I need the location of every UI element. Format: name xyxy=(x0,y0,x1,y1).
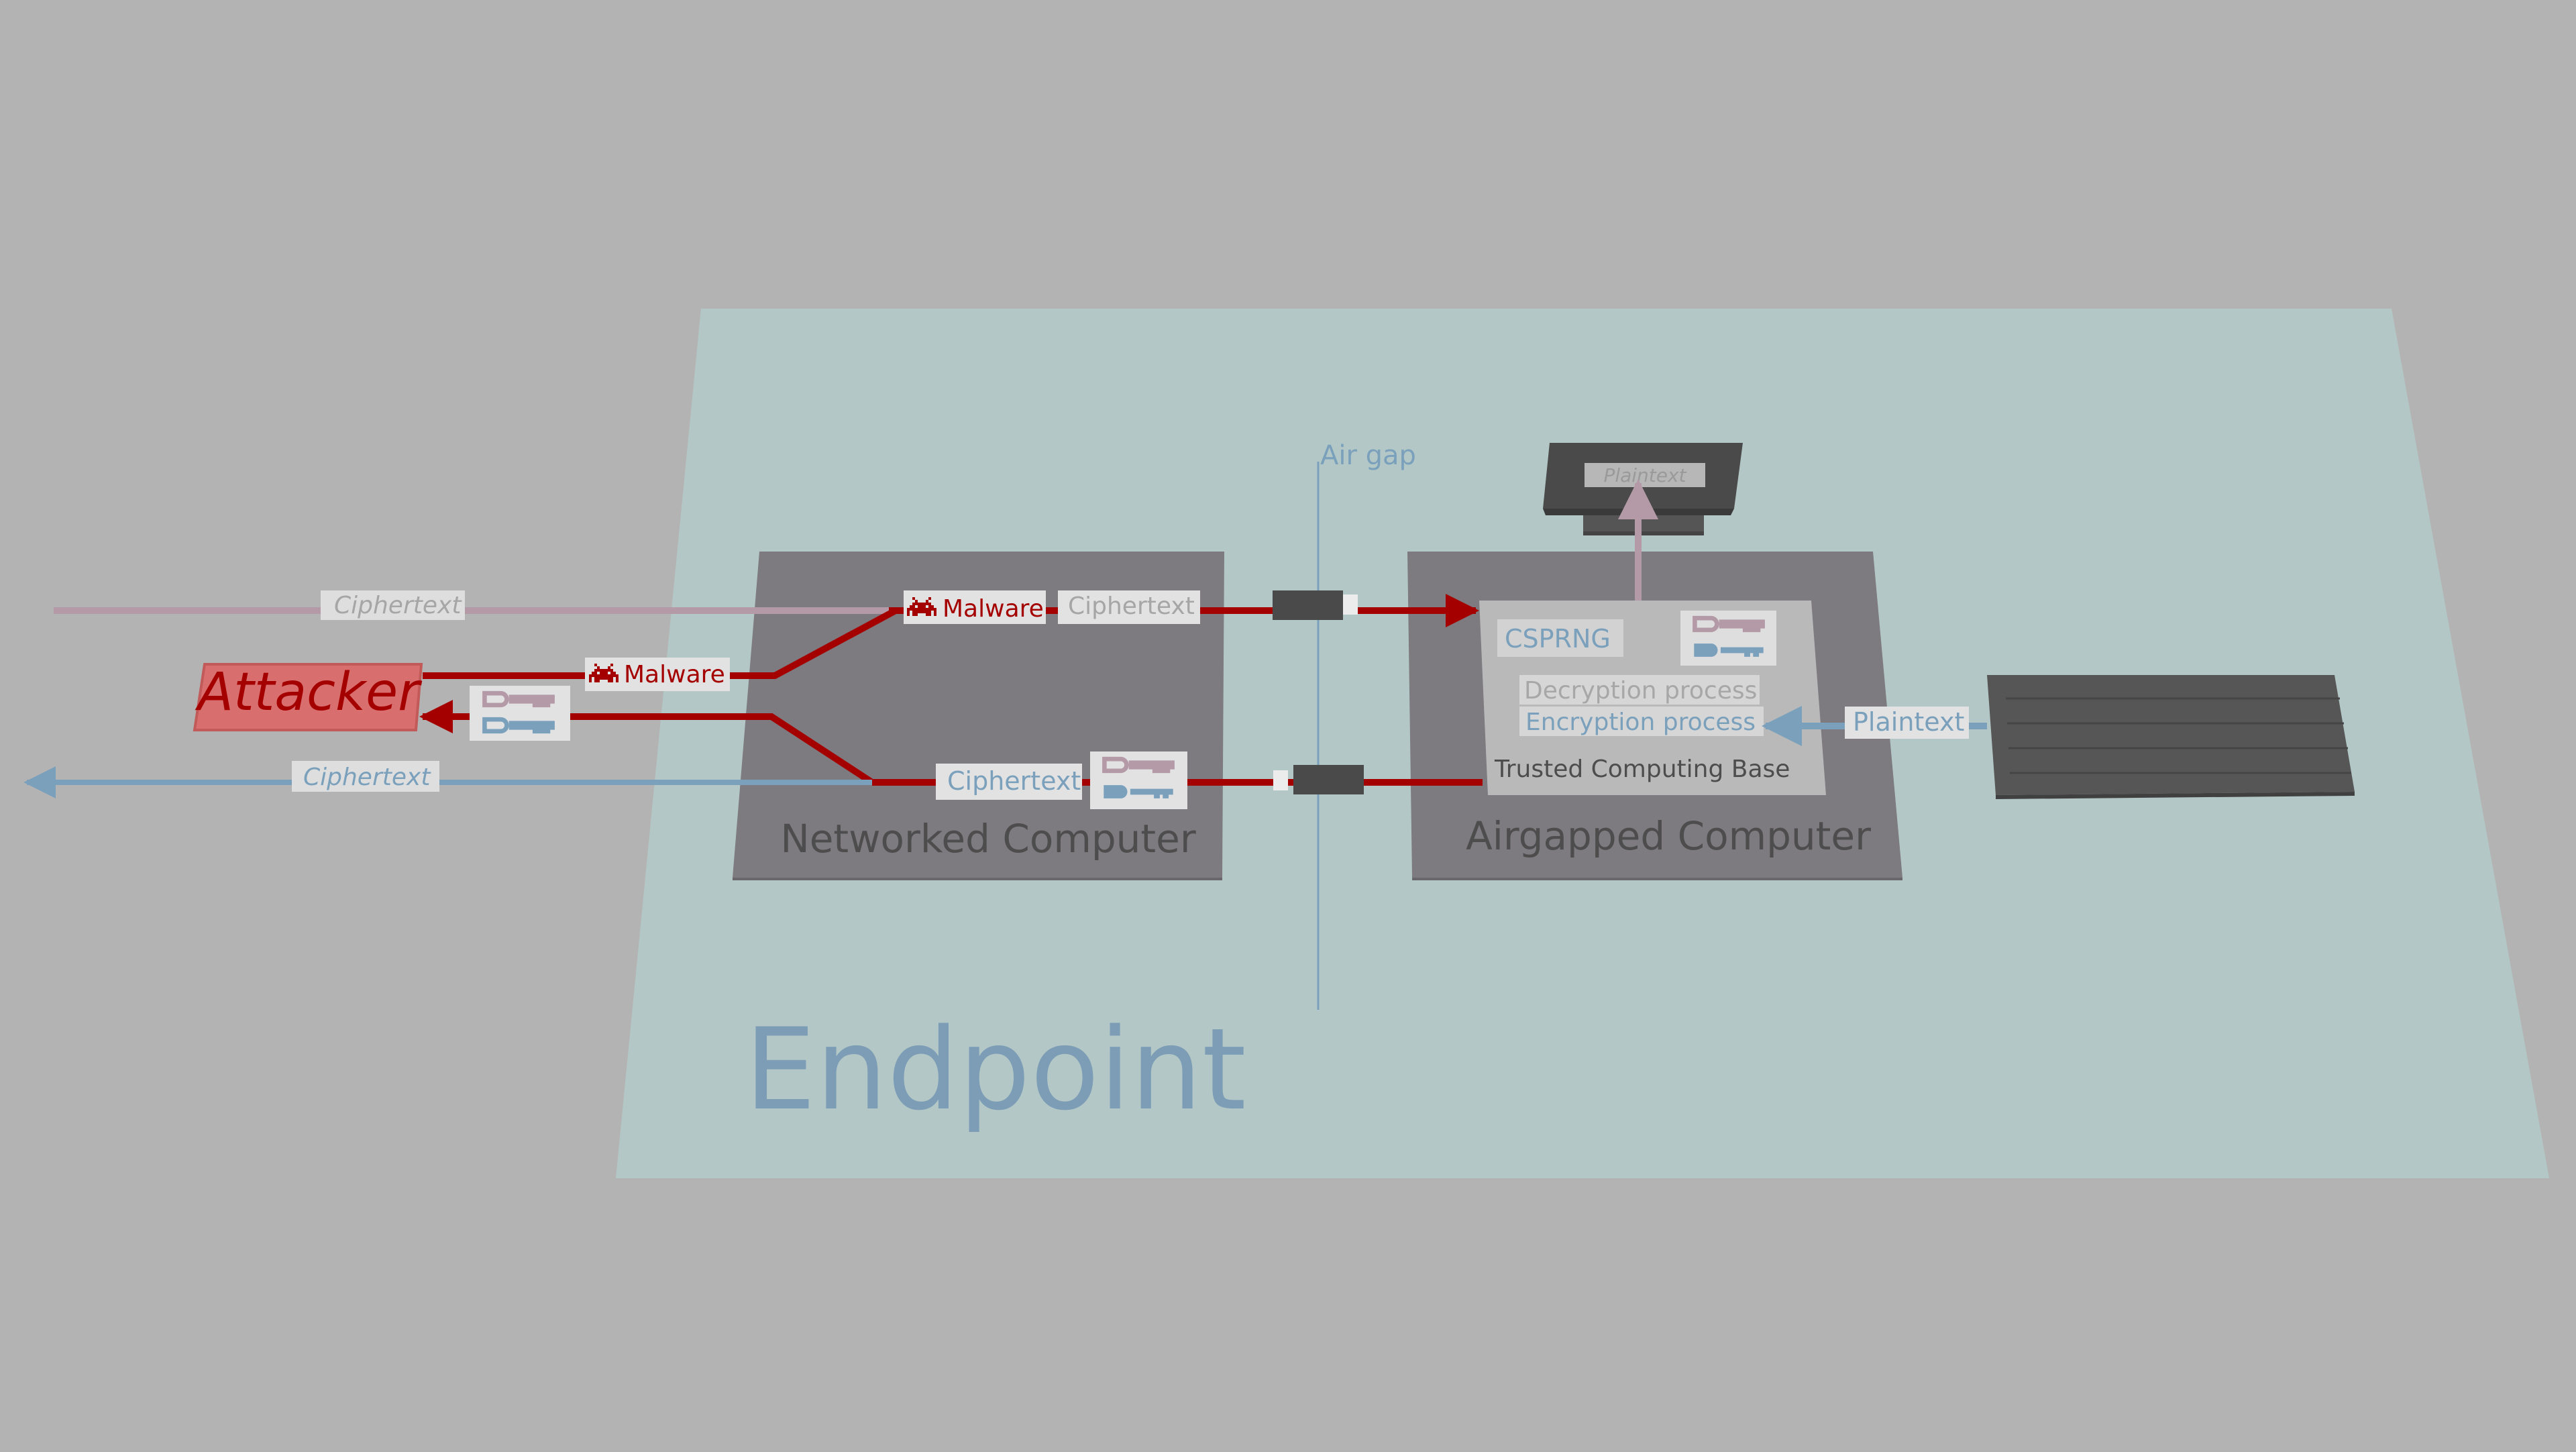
ciphertext-in-label: Ciphertext xyxy=(334,592,462,619)
monitor-plaintext-label: Plaintext xyxy=(1603,464,1686,486)
csprng-label: CSPRNG xyxy=(1505,624,1611,654)
malware-attacker-label: Malware xyxy=(624,661,725,688)
keyboard-keys xyxy=(2006,697,2351,774)
tcb-label: Trusted Computing Base xyxy=(1494,756,1790,783)
malware-top-label: Malware xyxy=(943,595,1044,623)
malware-fork-wire xyxy=(423,607,898,679)
encryption-process-label: Encryption process xyxy=(1525,709,1756,736)
endpoint-label: Endpoint xyxy=(745,1004,1246,1135)
data-diode-top xyxy=(1273,590,1343,620)
attacker-label: Attacker xyxy=(195,662,423,723)
attacker-box xyxy=(193,663,423,731)
ciphertext-out-label: Ciphertext xyxy=(303,764,431,791)
networked-computer-label: Networked Computer xyxy=(780,816,1196,862)
ciphertext-bottom-label: Ciphertext xyxy=(947,766,1081,796)
ciphertext-top-label: Ciphertext xyxy=(1068,592,1195,620)
air-gap-label: Air gap xyxy=(1320,440,1416,471)
plaintext-input-label: Plaintext xyxy=(1853,707,1964,737)
airgapped-computer-label: Airgapped Computer xyxy=(1466,813,1871,859)
keyboard-icon xyxy=(1987,675,2355,795)
data-diode-bottom xyxy=(1293,765,1364,794)
decryption-process-label: Decryption process xyxy=(1524,677,1757,705)
